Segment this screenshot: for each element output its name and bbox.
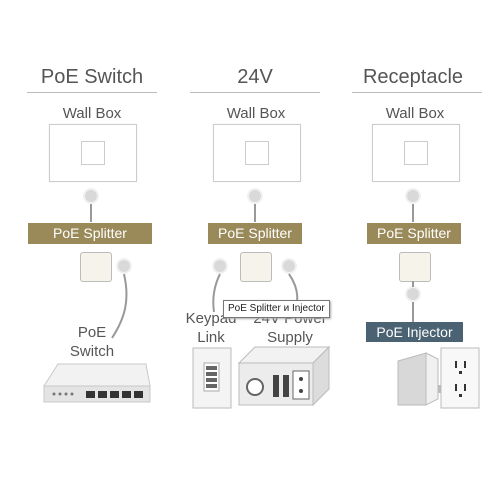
connector-dot — [247, 188, 263, 204]
receptacle-plate — [440, 347, 480, 409]
switch-port — [110, 391, 119, 398]
power-supply-panel — [292, 370, 310, 400]
poe-switch-label-line2: Switch — [69, 343, 115, 360]
connector-line — [412, 281, 414, 287]
receptacle-ground — [459, 371, 462, 374]
cable-to-switch — [111, 273, 128, 339]
receptacle-slot — [455, 361, 457, 368]
poe-splitter-device-icon — [80, 252, 112, 282]
switch-port — [122, 391, 131, 398]
receptacle-ground — [459, 394, 462, 397]
receptacle-slot — [455, 384, 457, 391]
poe-splitter-label: PoE Splitter — [208, 223, 302, 244]
injector-front — [397, 352, 427, 406]
poe-splitter-device-icon — [399, 252, 431, 282]
connector-dot — [212, 258, 228, 274]
switch-port — [86, 391, 95, 398]
poe-splitter-label: PoE Splitter — [28, 223, 152, 244]
wall-box-icon — [213, 124, 301, 182]
switch-led — [64, 392, 68, 396]
column-title-24v: 24V — [237, 66, 273, 88]
wall-box-icon — [49, 124, 137, 182]
keypad-label-line2: Link — [197, 329, 225, 346]
power-supply-screw — [299, 389, 303, 393]
column-rule — [190, 92, 320, 93]
wall-box-opening — [245, 141, 269, 165]
connector-line — [90, 204, 92, 222]
power-label-line2: Supply — [267, 329, 313, 346]
connector-dot — [281, 258, 297, 274]
connector-dot — [116, 258, 132, 274]
connector-dot — [405, 286, 421, 302]
connector-dot — [405, 188, 421, 204]
column-rule — [352, 92, 482, 93]
power-supply-terminal — [273, 375, 279, 397]
switch-port — [98, 391, 107, 398]
wall-box-opening — [404, 141, 428, 165]
switch-led — [52, 392, 56, 396]
injector-side — [425, 352, 439, 406]
poe-splitter-device-icon — [240, 252, 272, 282]
wall-box-icon — [372, 124, 460, 182]
keypad-button — [206, 366, 217, 370]
network-switch-icon — [43, 363, 151, 403]
poe-injector-label: PoE Injector — [366, 322, 463, 342]
receptacle-slot — [464, 384, 466, 391]
power-supply-knob — [246, 378, 264, 396]
connector-line — [412, 302, 414, 322]
keypad-button — [206, 384, 217, 388]
wall-box-label: Wall Box — [62, 105, 122, 122]
poe-switch-label-line1: PoE — [77, 324, 107, 341]
switch-led — [58, 392, 62, 396]
wall-receptacle-icon — [440, 347, 480, 409]
wall-box-label: Wall Box — [226, 105, 286, 122]
poe-splitter-label: PoE Splitter — [367, 223, 461, 244]
keypad-button — [206, 378, 217, 382]
poe-injector-device-icon — [397, 352, 443, 406]
switch-top — [43, 363, 151, 387]
keypad-icon — [192, 347, 232, 409]
keypad-button — [206, 372, 217, 376]
power-supply-side — [312, 345, 330, 407]
connector-line — [254, 204, 256, 222]
power-supply-icon — [237, 345, 331, 407]
switch-port — [134, 391, 143, 398]
receptacle-slot — [464, 361, 466, 368]
column-rule — [27, 92, 157, 93]
tooltip: PoE Splitter и Injector — [223, 300, 330, 318]
wall-box-opening — [81, 141, 105, 165]
poe-switch-label: PoE Switch — [52, 323, 132, 361]
power-supply-terminal — [283, 375, 289, 397]
wall-box-label: Wall Box — [385, 105, 445, 122]
connector-line — [412, 204, 414, 222]
column-title-receptacle: Receptacle — [362, 66, 464, 88]
cable-to-keypad — [212, 273, 221, 313]
column-title-poe-switch: PoE Switch — [40, 66, 144, 88]
power-supply-screw — [299, 377, 303, 381]
switch-led — [70, 392, 74, 396]
connector-dot — [83, 188, 99, 204]
